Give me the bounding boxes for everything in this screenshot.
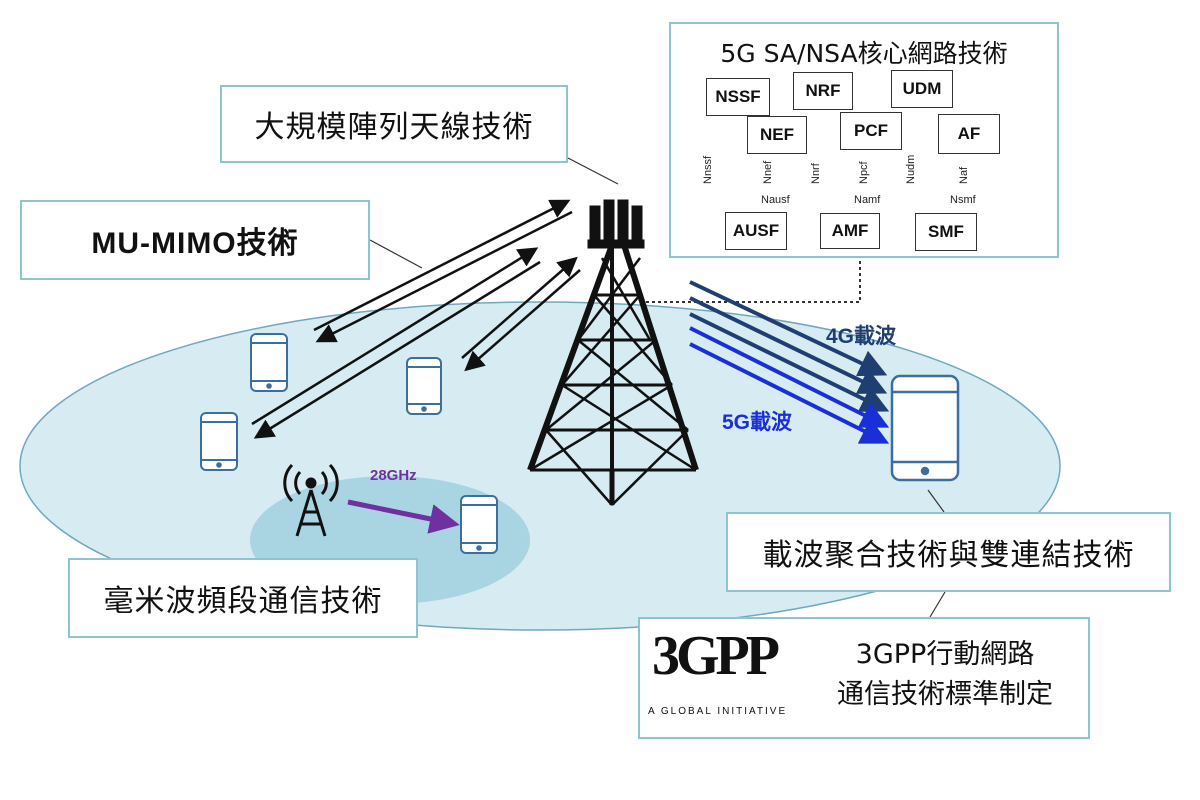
lte-carrier-label: 4G載波	[826, 325, 897, 348]
core-network-title: 5G SA/NSA核心網路技術	[720, 39, 1008, 68]
nf-af: AF	[938, 114, 1000, 154]
phone-icon	[200, 412, 238, 471]
ca-leader-line	[927, 489, 945, 513]
phone-icon	[250, 333, 288, 392]
iface-npcf: Npcf	[858, 161, 870, 184]
nf-ausf: AUSF	[725, 212, 787, 250]
nf-smf: SMF	[915, 213, 977, 251]
backhaul-link	[646, 258, 861, 303]
nf-udm: UDM	[891, 70, 953, 108]
mu-mimo-label: MU-MIMO技術	[20, 200, 370, 280]
carrier-aggregation-label: 載波聚合技術與雙連結技術	[726, 512, 1171, 592]
nf-amf: AMF	[820, 213, 880, 249]
nr-carrier-arrows	[689, 326, 890, 444]
nr-carrier-label: 5G載波	[722, 411, 793, 434]
nf-nrf: NRF	[793, 72, 853, 110]
cell-tower-icon	[527, 199, 699, 506]
small-cell-antenna-icon	[283, 463, 339, 537]
mumimo-leader-line	[369, 239, 423, 269]
3gpp-panel	[638, 617, 1090, 739]
iface-namf: Namf	[854, 194, 881, 206]
mmwave-label: 毫米波頻段通信技術	[68, 558, 418, 638]
array-antenna-label: 大規模陣列天線技術	[220, 85, 568, 163]
iface-naf: Naf	[958, 166, 970, 184]
3gpp-tagline: A GLOBAL INITIATIVE	[648, 706, 788, 717]
array-leader-line	[567, 157, 619, 185]
nf-nef: NEF	[747, 116, 807, 154]
mmwave-arrow	[347, 499, 460, 534]
phone-icon	[406, 357, 442, 415]
phone-icon	[460, 495, 498, 554]
iface-nsmf: Nsmf	[950, 194, 976, 206]
mmwave-frequency-label: 28GHz	[370, 467, 417, 484]
iface-nnrf: Nnrf	[810, 163, 822, 184]
lte-carrier-arrows	[689, 280, 890, 412]
iface-nausf: Nausf	[761, 194, 790, 206]
3gpp-caption-line2: 通信技術標準制定	[837, 679, 1053, 710]
iface-nnssf: Nnssf	[702, 155, 714, 184]
mu-mimo-beams	[251, 199, 581, 439]
gpp-leader-line	[929, 591, 946, 618]
iface-nudm: Nudm	[905, 154, 917, 184]
3gpp-logo: 3GPP	[652, 625, 780, 687]
iface-nnef: Nnef	[762, 160, 774, 184]
nf-nssf: NSSF	[706, 78, 770, 116]
large-phone-icon	[890, 374, 960, 482]
nf-pcf: PCF	[840, 112, 902, 150]
3gpp-caption-line1: 3GPP行動網路	[855, 639, 1035, 670]
